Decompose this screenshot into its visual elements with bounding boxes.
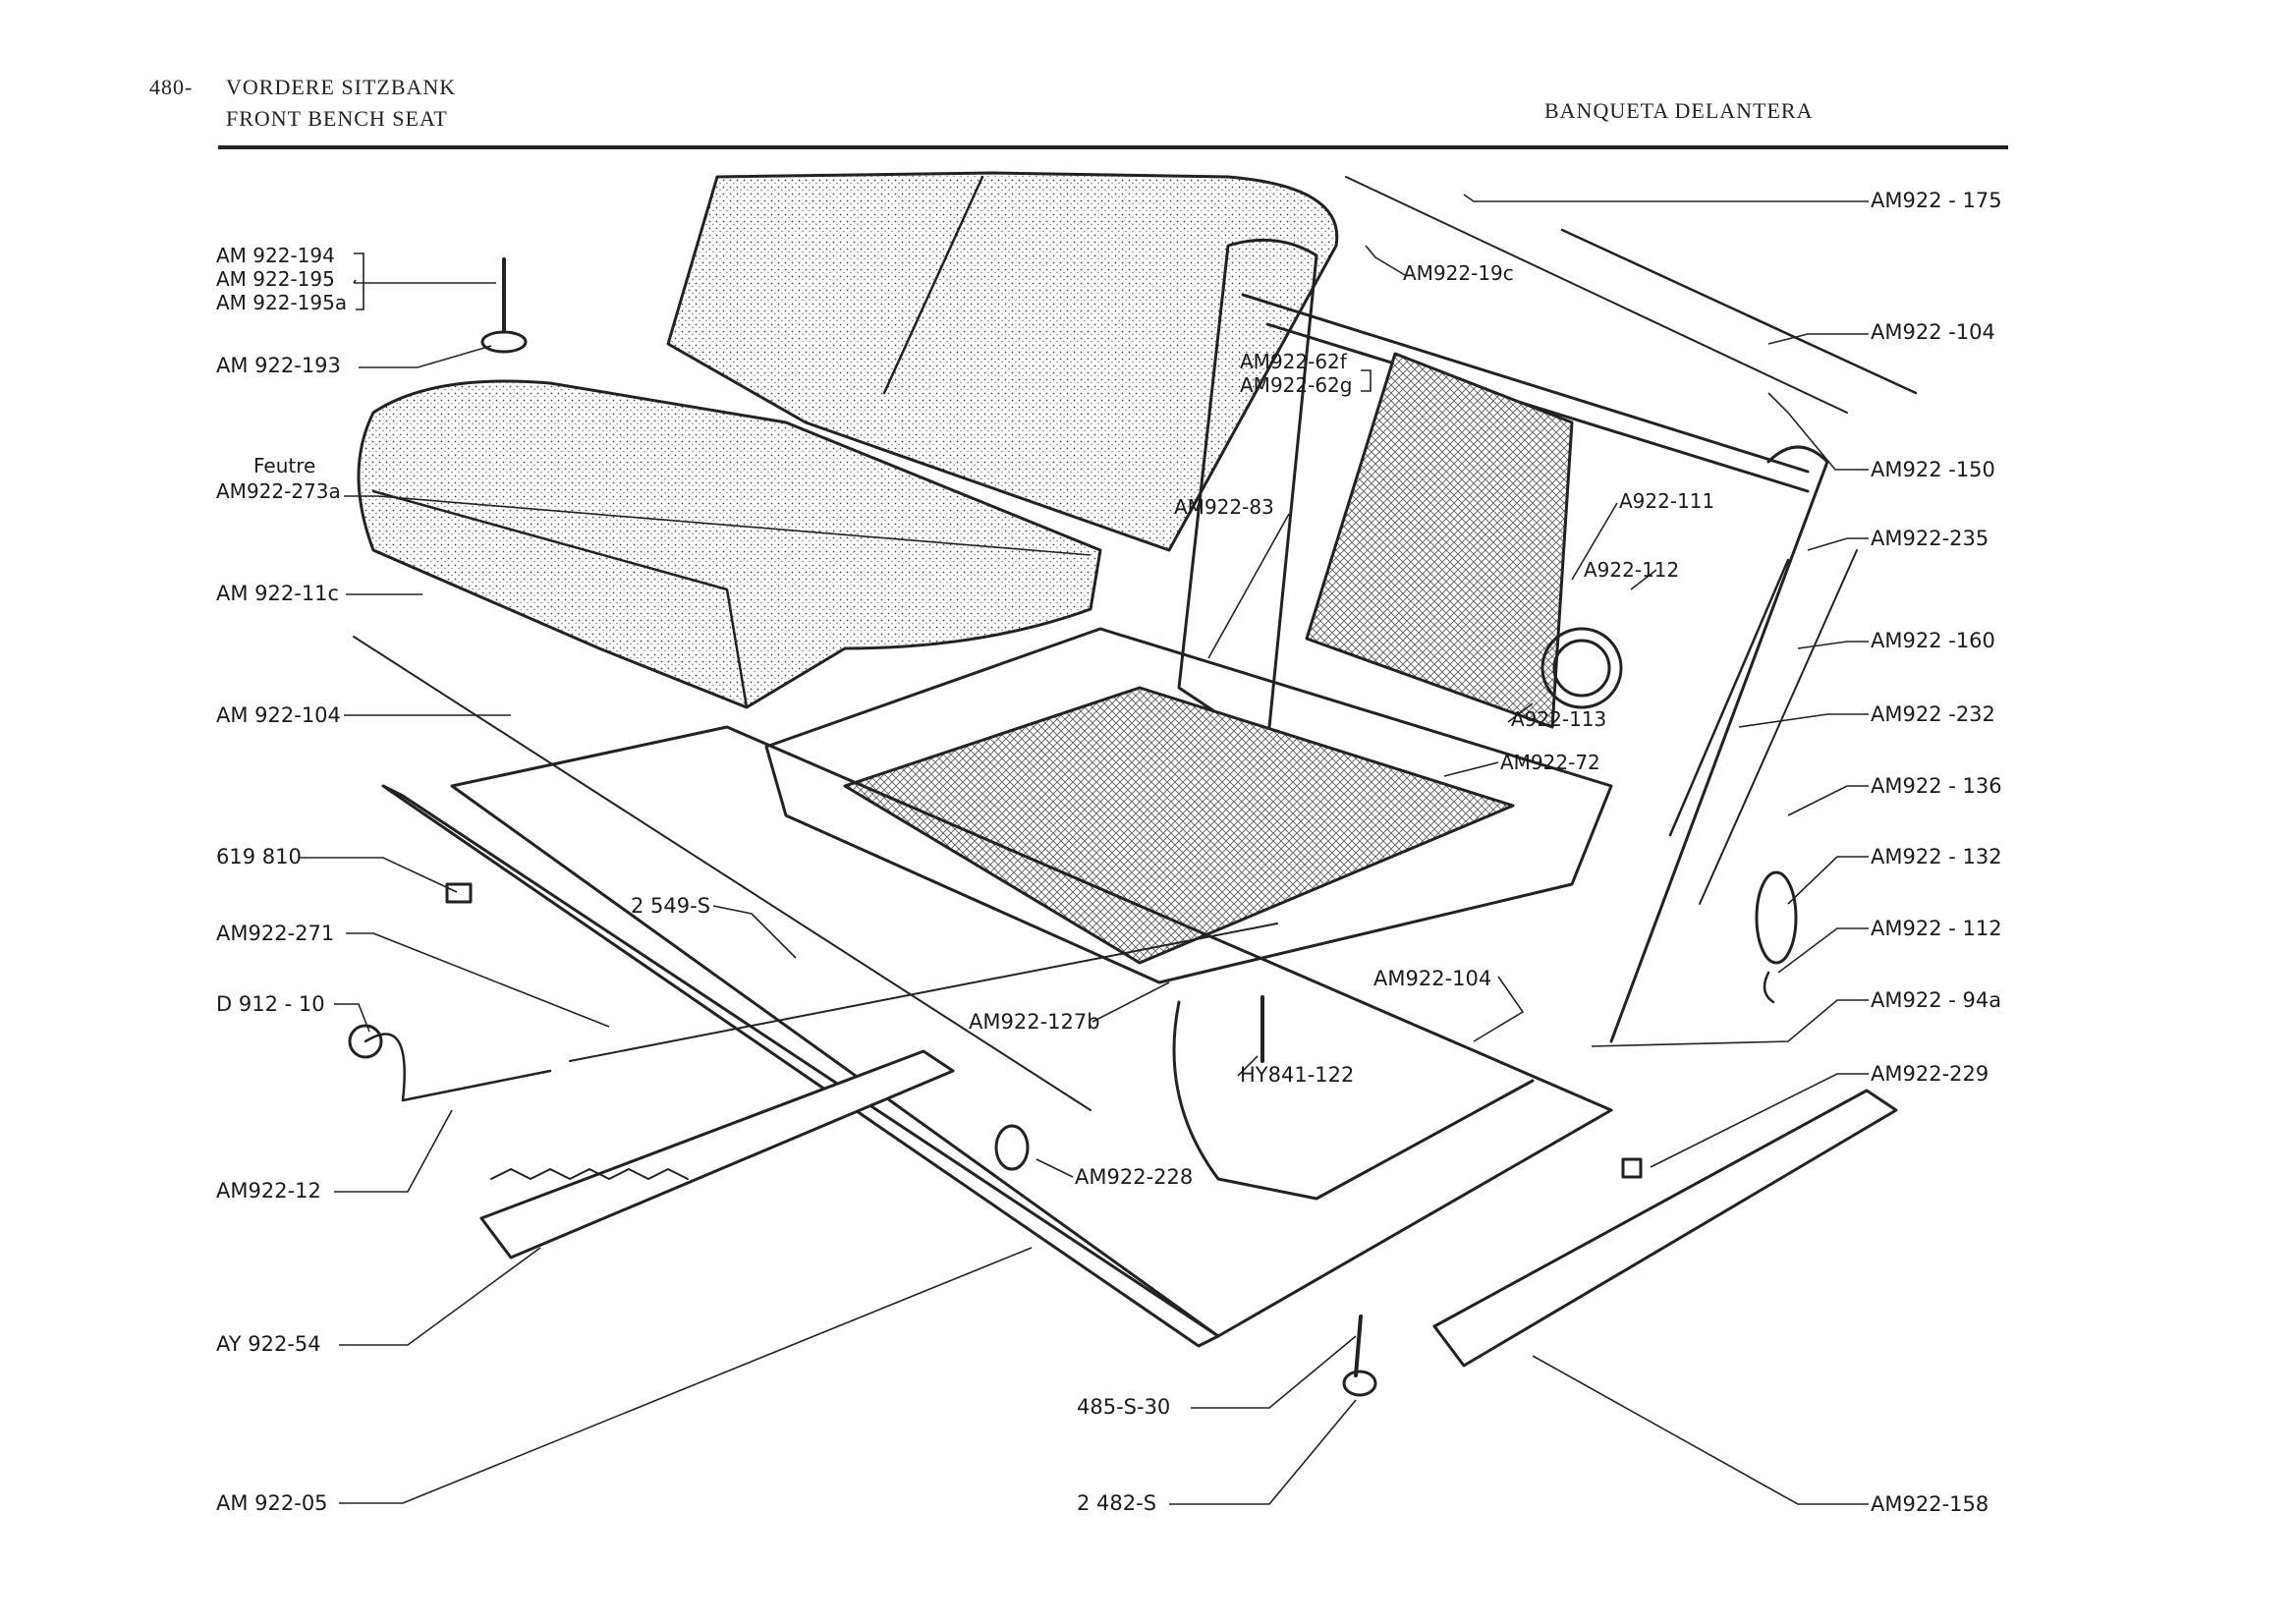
- seat-back-cushion: [666, 171, 1339, 552]
- spring-am922-235: [1668, 558, 1790, 837]
- label-a922-111: A922-111: [1619, 489, 1715, 513]
- label-feutre: Feutre: [253, 454, 316, 477]
- washer-am922-193: [480, 330, 528, 354]
- slide-rail-ay922-54: [479, 1049, 955, 1260]
- label-a922-112: A922-112: [1584, 558, 1680, 582]
- label-am922-194: AM 922-194: [216, 244, 335, 267]
- label-am922-175: AM922 - 175: [1871, 189, 2002, 212]
- label-am922-94a: AM922 - 94a: [1871, 988, 2002, 1012]
- washer-2482-s: [1342, 1370, 1377, 1397]
- ring-am922-132: [1755, 870, 1798, 965]
- label-am922-271: AM922-271: [216, 922, 335, 945]
- bolt-485-s-30: [1354, 1315, 1363, 1377]
- label-hy841-122: HY841-122: [1240, 1063, 1355, 1087]
- label-am922-19c: AM922-19c: [1403, 261, 1514, 285]
- label-am922-127b: AM922-127b: [969, 1010, 1100, 1034]
- label-am922-12: AM922-12: [216, 1179, 321, 1203]
- label-am922-11c: AM 922-11c: [216, 582, 340, 605]
- label-am922-136: AM922 - 136: [1871, 774, 2002, 798]
- rod-am922-104-left: [353, 636, 1092, 1111]
- label-am922-273a: AM922-273a: [216, 479, 341, 503]
- label-ay922-54: AY 922-54: [216, 1332, 321, 1356]
- label-2549-s: 2 549-S: [631, 894, 711, 918]
- seat-cushion: [357, 379, 1102, 709]
- title-german: VORDERE SITZBANK: [226, 75, 457, 99]
- clip-am922-229: [1621, 1157, 1643, 1179]
- label-am922-232: AM922 -232: [1871, 702, 1995, 726]
- right-side-tube: [1609, 445, 1829, 1043]
- label-am922-193: AM 922-193: [216, 354, 341, 377]
- label-am922-158: AM922-158: [1871, 1492, 1989, 1516]
- label-am922-150: AM922 -150: [1871, 458, 1995, 481]
- label-am922-229: AM922-229: [1871, 1062, 1989, 1086]
- part-619810: [445, 882, 473, 904]
- header-rule: [218, 145, 2008, 149]
- label-2482-s: 2 482-S: [1077, 1491, 1157, 1515]
- knob-d912-10: [348, 1024, 383, 1059]
- rod-am922-271: [569, 923, 1278, 1062]
- rod-am922-175: [1345, 176, 1848, 414]
- bushing-am922-228: [994, 1124, 1030, 1171]
- label-am922-160: AM922 -160: [1871, 629, 1995, 652]
- title-spanish: BANQUETA DELANTERA: [1544, 98, 1814, 123]
- title-english: FRONT BENCH SEAT: [226, 106, 448, 131]
- label-am922-195a: AM 922-195a: [216, 291, 348, 314]
- hook-am922-112: [1763, 971, 1775, 1004]
- page-number: 480-: [149, 75, 194, 99]
- rear-frame: [1177, 238, 1318, 749]
- label-am922-228: AM922-228: [1075, 1165, 1194, 1189]
- slide-rail-am922-158: [1432, 1089, 1898, 1368]
- base-plate: [450, 725, 1613, 1338]
- lever-am922-12: [364, 1033, 552, 1102]
- spring-am922-160: [1699, 549, 1858, 905]
- label-am922-104-right: AM922 -104: [1871, 320, 1995, 344]
- label-am922-112: AM922 - 112: [1871, 917, 2002, 940]
- seat-pan-frame: [764, 627, 1613, 984]
- seat-mesh-panel: [843, 686, 1515, 965]
- label-am922-62f: AM922-62f: [1240, 350, 1347, 373]
- label-am922-83: AM922-83: [1174, 495, 1274, 519]
- label-485-s-30: 485-S-30: [1077, 1395, 1171, 1419]
- rod-am922-104-right: [1560, 228, 1918, 395]
- ring-a922-113: [1540, 627, 1623, 709]
- label-am922-195: AM 922-195: [216, 267, 335, 291]
- label-am922-104-center: AM922-104: [1373, 967, 1492, 990]
- label-am922-62g: AM922-62g: [1240, 373, 1353, 397]
- label-am922-104-left: AM 922-104: [216, 703, 341, 727]
- label-am922-72: AM922-72: [1500, 751, 1600, 774]
- label-am922-05: AM 922-05: [216, 1491, 328, 1515]
- label-d912-10: D 912 - 10: [216, 992, 325, 1016]
- label-a922-113: A922-113: [1511, 707, 1607, 731]
- label-am922-235: AM922-235: [1871, 527, 1989, 550]
- label-am922-132: AM922 - 132: [1871, 845, 2002, 868]
- back-mesh-panel: [1305, 352, 1574, 729]
- label-619810: 619 810: [216, 845, 302, 868]
